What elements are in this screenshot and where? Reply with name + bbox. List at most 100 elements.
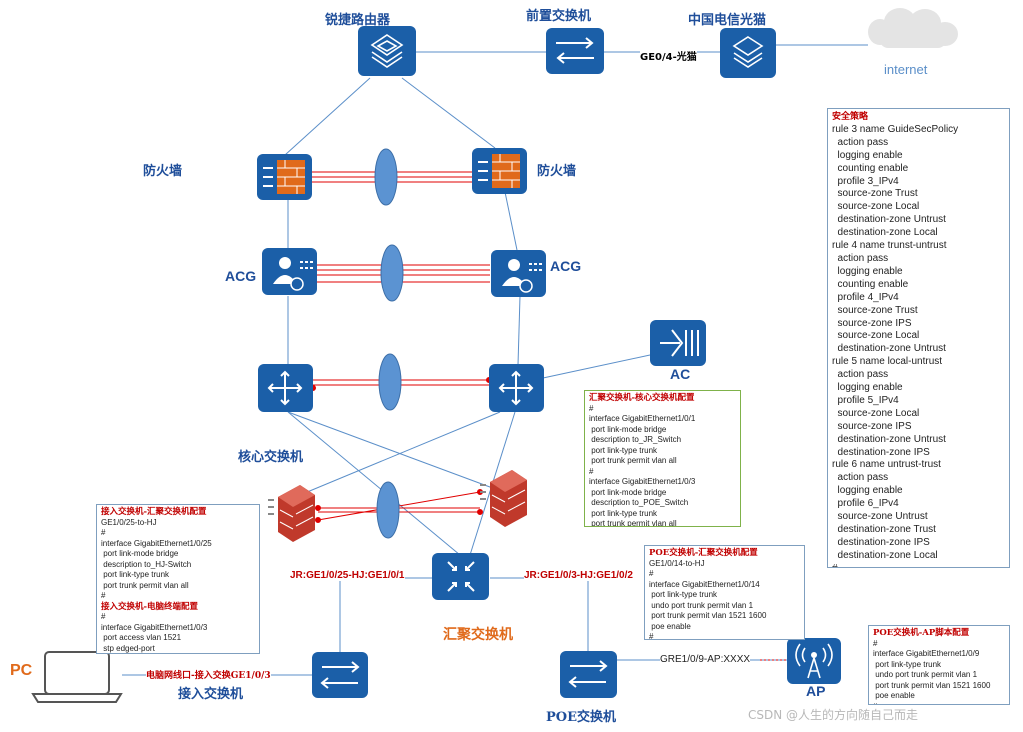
link-corel-cross (287, 411, 499, 491)
config-line: rule 6 name untrust-trust (832, 459, 941, 471)
ips-firewall-right-icon (480, 470, 527, 527)
config-line: logging enable (832, 149, 903, 161)
security-policy-title: 安全策略 (832, 112, 869, 122)
config-line: action pass (832, 136, 889, 148)
firewall-left-label: 防火墙 (143, 164, 183, 179)
config-line: source-zone Untrust (832, 511, 928, 523)
config-line: port link-type trunk (101, 570, 170, 579)
acg-right-label: ACG (550, 258, 582, 274)
config-line: stp edged-port (101, 643, 155, 653)
aggregation-switch-icon (432, 553, 489, 600)
config-line: # (101, 591, 106, 600)
poe-switch-label: POE交换机 (546, 710, 617, 725)
config-line: poe enable (649, 621, 691, 631)
config-line: port link-mode bridge (589, 424, 667, 434)
security-policy-lines: rule 3 name GuideSecPolicy action pass l… (832, 123, 1005, 567)
link-corer-cross (299, 411, 501, 496)
config-line: destination-zone Local (832, 549, 938, 561)
config-line: GE1/0/25-to-HJ (101, 517, 157, 527)
pc-laptop-icon (31, 651, 123, 703)
security-policy-box: 安全策略 rule 3 name GuideSecPolicy action p… (827, 108, 1010, 568)
config-line: # (649, 632, 654, 640)
poe-ap-config-title: POE交换机-AP脚本配置 (873, 628, 970, 638)
config-line: port access vlan 1521 (101, 633, 182, 642)
config-line: undo port trunk permit vlan 1 (649, 600, 754, 610)
link-corel-agg (287, 411, 461, 556)
config-line: profile 3_IPv4 (832, 175, 899, 187)
config-line: port trunk permit vlan all (589, 456, 677, 465)
config-line: interface GigabitEthernet1/0/3 (101, 622, 208, 632)
config-line: rule 4 name trunst-untrust (832, 240, 947, 252)
config-line: description to_HJ-Switch (101, 559, 192, 569)
acg-left-label: ACG (225, 268, 257, 284)
config-line: source-zone IPS (832, 420, 912, 432)
ha-ellipse-fw (374, 148, 398, 206)
config-line: # (873, 638, 878, 648)
config-line: destination-zone Untrust (832, 214, 946, 226)
poe-agg-config-lines: GE1/0/14-to-HJ#interface GigabitEthernet… (649, 558, 800, 640)
router-icon (358, 26, 416, 76)
config-line: port link-type trunk (589, 445, 658, 455)
front-switch-label: 前置交换机 (526, 9, 592, 24)
link-router-fw-right (401, 77, 496, 149)
config-line: profile 5_IPv4 (832, 394, 899, 406)
telecom-modem-label: 中国电信光猫 (688, 13, 767, 28)
hj-poe-port-label: JR:GE1/0/3-HJ:GE1/0/2 (524, 570, 633, 581)
config-line: action pass (832, 369, 889, 381)
config-line: profile 4_IPv4 (832, 291, 899, 303)
access-pc-config-lines: #interface GigabitEthernet1/0/3 port acc… (101, 612, 255, 653)
agg-core-config-box: 汇聚交换机-核心交换机配置 #interface GigabitEthernet… (584, 390, 741, 527)
config-line: # (589, 403, 594, 413)
modem-port-label: GE0/4-光猫 (640, 48, 697, 63)
config-line: interface GigabitEthernet1/0/14 (649, 579, 760, 589)
config-line: source-zone Local (832, 330, 920, 342)
agg-core-config-title: 汇聚交换机-核心交换机配置 (589, 393, 695, 403)
telecom-modem-icon (720, 28, 776, 78)
config-line: description to_POE_Switch (589, 498, 689, 507)
config-line: # (649, 569, 654, 578)
config-line: rule 3 name GuideSecPolicy (832, 123, 959, 135)
config-line: source-zone Local (832, 201, 920, 213)
config-line: source-zone Trust (832, 304, 918, 316)
config-line: source-zone Local (832, 407, 920, 419)
config-line: port trunk permit vlan all (589, 519, 677, 527)
config-line: counting enable (832, 162, 909, 174)
acg-left-icon (262, 248, 317, 295)
access-switch-icon (312, 652, 368, 698)
config-line: GE1/0/14-to-HJ (649, 558, 705, 568)
config-line: port link-type trunk (649, 590, 718, 599)
aggregation-switch-label: 汇聚交换机 (443, 627, 513, 643)
config-line: description to_JR_Switch (589, 435, 682, 444)
poe-agg-config-title: POE交换机-汇聚交换机配置 (649, 548, 758, 558)
front-switch-icon (546, 28, 604, 74)
config-line: counting enable (832, 278, 909, 290)
config-line: port link-type trunk (873, 659, 942, 669)
ha-ellipse-core (378, 353, 402, 411)
config-line: interface GigabitEthernet1/0/3 (589, 477, 696, 486)
access-switch-label: 接入交换机 (178, 687, 244, 702)
config-line: destination-zone Untrust (832, 433, 946, 445)
config-line: destination-zone IPS (832, 536, 930, 548)
config-line: source-zone IPS (832, 317, 912, 329)
router-label: 锐捷路由器 (325, 13, 391, 28)
link-router-fw-left (284, 77, 371, 156)
link-acgr-corer (517, 295, 521, 366)
core-switch-label: 核心交换机 (238, 450, 304, 465)
core-switch-left-icon (258, 364, 313, 412)
config-line: destination-zone IPS (832, 446, 930, 458)
access-agg-config-title: 接入交换机-汇聚交换机配置 (101, 507, 207, 517)
pc-access-port-label: 电脑网线口-接入交换GE1/0/3 (146, 668, 271, 681)
config-line: # (101, 612, 106, 621)
ha-ellipse-agg (376, 481, 400, 539)
access-pc-config-title: 接入交换机-电脑终端配置 (101, 601, 199, 612)
config-line: rule 5 name local-untrust (832, 356, 943, 368)
internet-cloud-icon (868, 8, 958, 48)
poe-agg-config-box: POE交换机-汇聚交换机配置 GE1/0/14-to-HJ#interface … (644, 545, 805, 640)
config-line: logging enable (832, 382, 903, 394)
firewall-right-icon (472, 148, 527, 194)
config-line: interface GigabitEthernet1/0/1 (589, 414, 696, 423)
access-agg-config-box: 接入交换机-汇聚交换机配置 GE1/0/25-to-HJ#interface G… (96, 504, 260, 654)
config-line: destination-zone Untrust (832, 343, 946, 355)
ac-icon (650, 320, 706, 366)
